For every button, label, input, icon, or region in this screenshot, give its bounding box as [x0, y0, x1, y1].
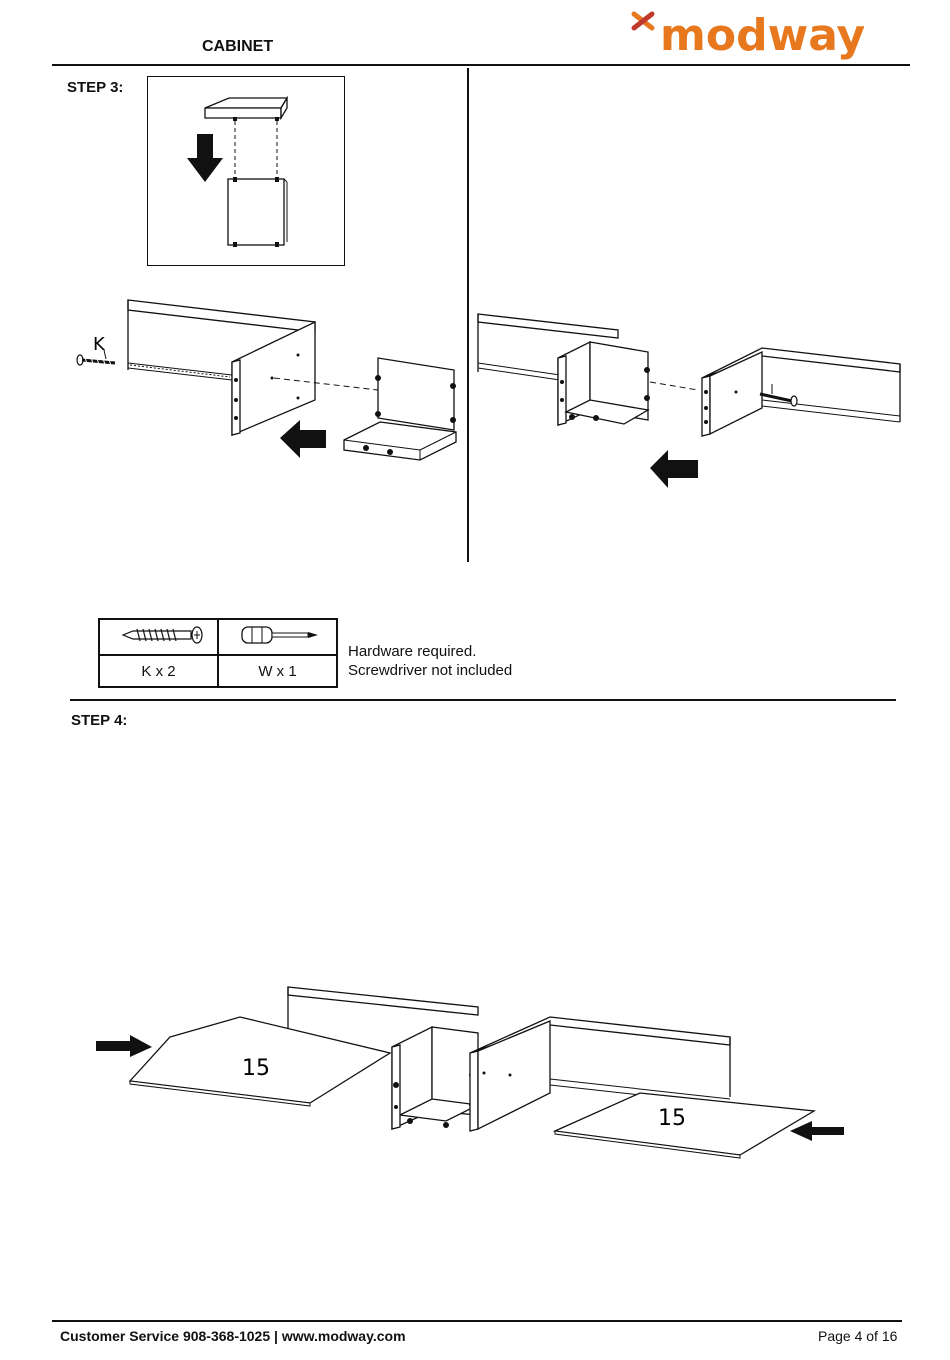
step-divider-rule [70, 699, 896, 701]
header-rule [52, 64, 910, 66]
screw-icon [760, 384, 797, 406]
step4-label: STEP 4: [71, 712, 127, 729]
step3-inset-diagram [147, 76, 345, 266]
screwdriver-icon [228, 623, 328, 647]
footer-contact: Customer Service 908-368-1025 | www.modw… [60, 1328, 406, 1344]
hardware-label-screwdriver: W x 1 [218, 655, 337, 687]
left-arrow-icon [650, 450, 698, 488]
hardware-icon-cell-screw [99, 619, 218, 655]
hardware-note-line1: Hardware required. [348, 642, 512, 661]
step3-label: STEP 3: [67, 79, 123, 96]
hardware-icon-cell-screwdriver [218, 619, 337, 655]
step3-left-diagram: K [60, 290, 470, 470]
panel-15-right-label: 15 [658, 1106, 686, 1131]
right-arrow-icon [96, 1035, 152, 1057]
screw-k-icon [77, 355, 115, 366]
brand-mark-icon [634, 14, 652, 28]
hardware-note-line2: Screwdriver not included [348, 661, 512, 680]
screw-callout-label: K [93, 334, 106, 355]
footer-rule [52, 1320, 902, 1322]
hardware-table: K x 2 W x 1 [98, 618, 338, 688]
brand-wordmark: modway [660, 10, 865, 61]
page-number: Page 4 of 16 [818, 1328, 897, 1344]
hardware-note: Hardware required. Screwdriver not inclu… [348, 642, 512, 680]
modway-logo: modway [630, 2, 880, 72]
step4-diagram: 15 15 [80, 975, 860, 1175]
page-section-title: CABINET [202, 38, 273, 56]
left-arrow-icon [790, 1121, 844, 1141]
down-arrow-icon [187, 134, 223, 182]
hardware-label-screw: K x 2 [99, 655, 218, 687]
left-arrow-icon [280, 420, 326, 458]
step3-right-diagram [470, 300, 910, 500]
panel-15-left-label: 15 [242, 1056, 270, 1081]
screw-icon [109, 623, 209, 647]
